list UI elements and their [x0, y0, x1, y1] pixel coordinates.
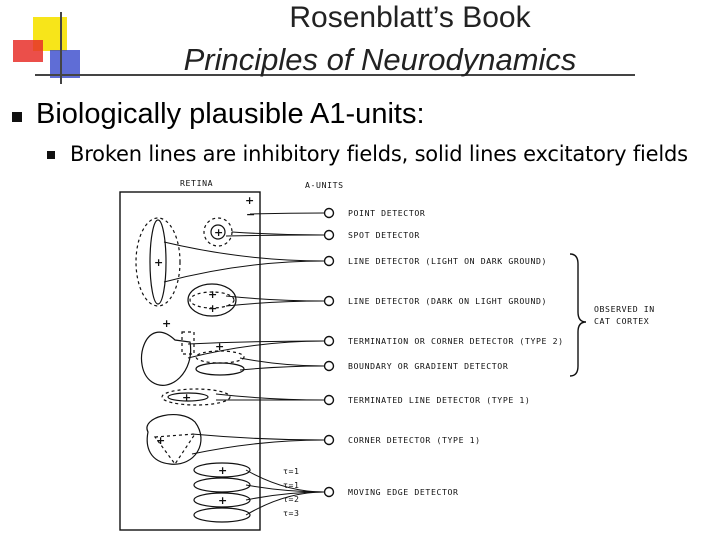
plus-sign: + — [214, 226, 223, 239]
detector-label: BOUNDARY OR GRADIENT DETECTOR — [348, 361, 508, 371]
receptive-field-figure: RETINA A-UNITS + − + + + + + + + + + + — [119, 178, 655, 531]
corner-field — [146, 413, 202, 465]
slide-subtitle: Principles of Neurodynamics — [183, 42, 577, 77]
corner-inhibit — [153, 433, 197, 466]
a-unit-node — [323, 255, 335, 267]
plus-sign: + — [162, 317, 171, 330]
dark-line-field-outer — [187, 283, 237, 317]
dark-line-field-inner — [189, 291, 235, 309]
bullet-text: Biologically plausible A1-units: — [36, 98, 425, 130]
detector-label: LINE DETECTOR (DARK ON LIGHT GROUND) — [348, 296, 547, 306]
plus-sign: + — [156, 434, 165, 447]
connection-line — [191, 439, 325, 455]
detector-labels: POINT DETECTOR SPOT DETECTOR LINE DETECT… — [348, 208, 564, 497]
boundary-field-bottom — [195, 362, 245, 376]
a-unit-node — [323, 335, 335, 347]
connection-line — [225, 295, 325, 302]
detector-label: POINT DETECTOR — [348, 208, 425, 218]
spot-field-inner — [210, 224, 226, 240]
a-unit-node — [323, 394, 335, 406]
connection-line — [239, 365, 325, 371]
a-unit-node — [323, 207, 335, 219]
retina-label: RETINA — [180, 178, 213, 188]
line-field-inner — [149, 219, 167, 305]
terminated-line-inner — [167, 392, 209, 402]
connection-line — [163, 241, 325, 262]
bullet-square — [12, 112, 22, 122]
moving-edge-3 — [193, 492, 251, 508]
connection-line — [163, 260, 325, 283]
time-label: τ=1 — [283, 466, 300, 476]
connection-lines — [163, 212, 325, 516]
line-field-outer — [135, 217, 181, 307]
time-label: τ=2 — [283, 494, 300, 504]
sub-bullet-square — [47, 151, 55, 159]
detector-label: CORNER DETECTOR (TYPE 1) — [348, 435, 481, 445]
bracket-label-2: CAT CORTEX — [594, 316, 649, 326]
time-label: τ=1 — [283, 480, 300, 490]
detector-label: MOVING EDGE DETECTOR — [348, 487, 459, 497]
a-unit-nodes — [323, 207, 335, 498]
terminated-line-outer — [161, 388, 231, 406]
connection-line — [187, 340, 325, 359]
horizontal-rule — [35, 74, 635, 76]
time-label: τ=3 — [283, 508, 300, 518]
plus-sign: + — [208, 302, 217, 315]
detector-label: SPOT DETECTOR — [348, 230, 420, 240]
plus-sign: + — [218, 494, 227, 507]
plus-sign: + — [182, 391, 191, 404]
connection-line — [249, 212, 325, 215]
slide-title: Rosenblatt’s Book — [289, 1, 531, 34]
connection-line — [239, 357, 325, 367]
connection-line — [215, 393, 325, 401]
moving-edge-2 — [193, 477, 251, 493]
sign-marks: + − + + + + + + + + + + — [154, 194, 255, 507]
connection-line — [225, 234, 325, 237]
connection-line — [225, 300, 325, 307]
a-unit-node — [323, 434, 335, 446]
vertical-rule — [60, 12, 62, 84]
a-units-label: A-UNITS — [305, 180, 344, 190]
a-unit-node — [323, 486, 335, 498]
detector-label: TERMINATED LINE DETECTOR (TYPE 1) — [348, 395, 530, 405]
detector-label: TERMINATION OR CORNER DETECTOR (TYPE 2) — [348, 336, 564, 346]
plus-sign: + — [215, 340, 224, 353]
plus-sign: + — [218, 464, 227, 477]
plus-sign: + — [245, 194, 254, 207]
red-square — [13, 40, 43, 62]
connection-line — [191, 433, 325, 441]
detector-label: LINE DETECTOR (LIGHT ON DARK GROUND) — [348, 256, 547, 266]
minus-sign: − — [246, 208, 255, 221]
moving-edge-1 — [193, 462, 251, 478]
plus-sign: + — [208, 288, 217, 301]
bracket — [569, 253, 587, 377]
plus-sign: + — [154, 256, 163, 269]
sub-bullet-text: Broken lines are inhibitory fields, soli… — [70, 142, 688, 166]
a-unit-node — [323, 295, 335, 307]
a-unit-node — [323, 360, 335, 372]
blue-square — [50, 50, 80, 78]
connection-line — [245, 491, 325, 516]
termination-field — [140, 331, 192, 386]
termination-inhibit — [181, 331, 195, 355]
a-unit-node — [323, 229, 335, 241]
moving-edge-4 — [193, 507, 251, 523]
bracket-label-1: OBSERVED IN — [594, 304, 655, 314]
